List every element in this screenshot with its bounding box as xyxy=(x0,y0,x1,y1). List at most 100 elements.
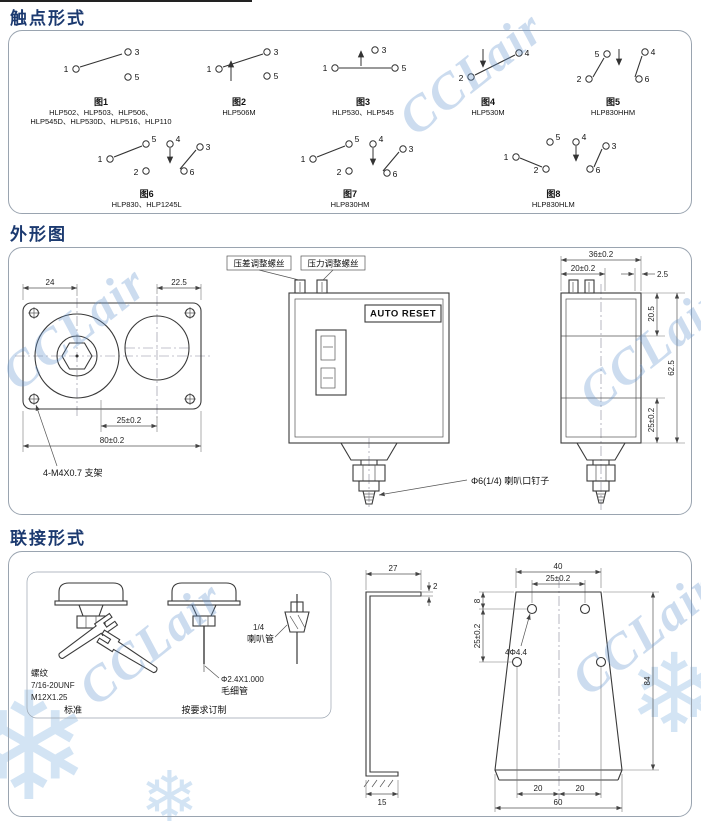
terminal-6 xyxy=(383,169,391,177)
custom-order-label: 按要求订制 xyxy=(181,704,226,715)
figure-caption: 图1 xyxy=(93,97,108,107)
terminal-2 xyxy=(345,167,353,175)
flare-size-label: 1/4 xyxy=(253,623,265,632)
terminal-label: 6 xyxy=(393,169,398,179)
terminal-6 xyxy=(586,165,595,173)
figure-caption: 图3 xyxy=(355,97,370,107)
corner-screws xyxy=(28,307,196,405)
terminal-4 xyxy=(369,140,377,148)
bracket-side-view: 27 2 15 xyxy=(363,564,438,807)
capillary-spec: Φ2.4X1.000 xyxy=(221,675,264,684)
dim-80: 80±0.2 xyxy=(100,436,125,445)
figure-models: HLP830HLM xyxy=(531,200,575,209)
connection-drawing: 螺纹 7/16-20UNF M12X1.25 标准 Φ2.4X1.000 毛细管… xyxy=(26,562,659,812)
terminal-label: 4 xyxy=(379,134,384,144)
flare-fitting-note: Φ6(1/4) 喇叭口钉子 xyxy=(471,475,549,486)
section-title-outline: 外形图 xyxy=(10,225,67,244)
terminal-3 xyxy=(124,48,132,56)
contact-diagram-1: 135 xyxy=(64,47,140,82)
dim-27: 27 xyxy=(389,564,398,573)
figure-models: HLP530M xyxy=(471,108,505,117)
bracket-front-view: 40 25±0.2 4Φ4.4 8 25±0.2 xyxy=(473,562,659,812)
dim-25-side: 25±0.2 xyxy=(647,407,656,432)
terminal-label: 2 xyxy=(133,167,138,177)
terminal-1 xyxy=(512,153,521,161)
connection-inner-box xyxy=(26,571,332,719)
top-view-dimensions: 24 22.5 25±0.2 80±0.2 4-M4X0.7 支架 xyxy=(22,278,202,478)
terminal-label: 3 xyxy=(409,144,414,154)
terminal-1 xyxy=(215,65,223,73)
terminal-label: 5 xyxy=(355,134,360,144)
terminal-block xyxy=(315,329,347,396)
dim-20-5: 20.5 xyxy=(647,306,656,322)
terminal-label: 5 xyxy=(595,49,600,59)
dim-60: 60 xyxy=(554,798,563,807)
terminal-4 xyxy=(515,49,523,57)
terminal-label: 6 xyxy=(645,74,650,84)
figure-caption: 图2 xyxy=(231,97,246,107)
contact-arm xyxy=(79,53,123,68)
terminal-5 xyxy=(124,73,132,81)
capillary-label: 毛细管 xyxy=(221,685,248,696)
terminal-5 xyxy=(546,138,555,146)
dim-20: 20±0.2 xyxy=(571,264,596,273)
terminal-label: 5 xyxy=(274,71,279,81)
contact-arm xyxy=(520,157,543,168)
mounting-hole xyxy=(595,656,607,668)
contact-arm xyxy=(222,53,264,68)
figure-models: HLP830HM xyxy=(330,200,370,209)
figure-caption: 图5 xyxy=(605,97,620,107)
connection-box: 螺纹 7/16-20UNF M12X1.25 标准 Φ2.4X1.000 毛细管… xyxy=(8,551,692,817)
contact-arm xyxy=(474,54,516,76)
terminal-5 xyxy=(141,140,150,148)
figure-models: HLP830HHM xyxy=(590,108,636,117)
terminal-3 xyxy=(263,48,271,56)
terminal-label: 1 xyxy=(504,152,509,162)
terminal-label: 3 xyxy=(382,45,387,55)
terminal-label: 6 xyxy=(189,167,194,177)
wrench-icon xyxy=(58,612,119,660)
diff-screw-callout: 压差调整螺丝 xyxy=(233,259,285,269)
hex-nut xyxy=(61,342,93,370)
thread-spec-2: M12X1.25 xyxy=(31,693,68,702)
dim-15: 15 xyxy=(378,798,387,807)
dim-84: 84 xyxy=(643,676,652,685)
figure-caption: 图7 xyxy=(342,189,357,199)
thread-title: 螺纹 xyxy=(31,668,49,678)
figure-models: HLP530、HLP545 xyxy=(332,108,394,117)
mounting-note: 4-M4X0.7 支架 xyxy=(43,467,103,478)
terminal-1 xyxy=(72,65,80,73)
dim-25-vertical: 25±0.2 xyxy=(473,623,482,648)
contact-arm xyxy=(592,57,605,78)
terminal-label: 3 xyxy=(274,47,279,57)
dim-8: 8 xyxy=(473,598,482,603)
terminal-label: 3 xyxy=(612,141,617,151)
outline-drawing: 24 22.5 25±0.2 80±0.2 4-M4X0.7 支架 xyxy=(15,250,685,510)
side-view-dimensions: 36±0.2 20±0.2 2.5 20.5 25±0.2 xyxy=(560,250,685,444)
terminal-label: 4 xyxy=(525,48,530,58)
side-bottom-fitting xyxy=(576,442,626,504)
terminal-label: 2 xyxy=(577,74,582,84)
side-view-drawing: 36±0.2 20±0.2 2.5 20.5 25±0.2 xyxy=(560,250,685,510)
thread-spec-1: 7/16-20UNF xyxy=(31,681,75,690)
terminal-1 xyxy=(105,155,114,163)
contact-arm xyxy=(382,151,400,172)
figure-models: HLP830、HLP1245L xyxy=(111,200,182,209)
contact-arm xyxy=(113,145,142,158)
pressure-screw-callout: 压力调整螺丝 xyxy=(307,259,359,269)
terminal-label: 1 xyxy=(323,63,328,73)
holes-note: 4Φ4.4 xyxy=(505,648,528,657)
dim-20-right: 20 xyxy=(576,784,585,793)
contact-arm xyxy=(316,145,346,158)
terminal-label: 2 xyxy=(459,73,464,83)
terminal-3 xyxy=(399,145,407,153)
contact-arm xyxy=(593,148,603,168)
terminal-label: 1 xyxy=(301,154,306,164)
